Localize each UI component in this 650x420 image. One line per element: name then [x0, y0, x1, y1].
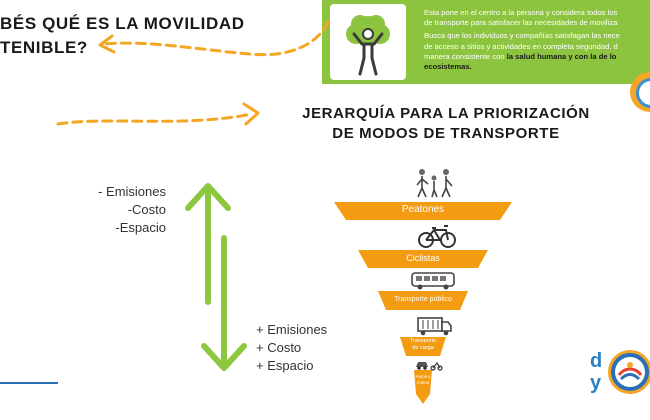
dashed-arrow-middle-head: [242, 102, 260, 126]
band-peatones: [334, 202, 512, 220]
pedestrians-icon: [416, 169, 453, 198]
band-label-ciclistas: Ciclistas: [406, 253, 440, 263]
hierarchy-title: JERARQUÍA PARA LA PRIORIZACIÓN DE MODOS …: [286, 104, 606, 144]
label-minus-emisiones: - Emisiones: [98, 184, 166, 199]
dashed-arrow-middle: [56, 112, 254, 126]
band-label-autos-line1: Autos y: [415, 374, 431, 379]
car-moto-icon: [416, 361, 443, 371]
band-ciclistas: [358, 250, 488, 268]
band-label-peatones: Peatones: [401, 204, 445, 215]
hierarchy-title-line1: JERARQUÍA PARA LA PRIORIZACIÓN: [302, 105, 590, 122]
info-line3: Busca que los individuos y compañías sat…: [424, 31, 620, 41]
label-more-impact: + Emisiones + Costo + Espacio: [256, 321, 346, 375]
band-label-autos-line2: motos: [416, 380, 430, 385]
label-plus-emisiones: + Emisiones: [256, 322, 328, 337]
band-label-transporte-publico: Transporte público: [394, 296, 452, 303]
page-title-line2: TENIBLE?: [0, 38, 88, 57]
dashed-arrow-top-head: [98, 34, 116, 54]
tree-person-icon: [330, 4, 406, 80]
logo-letter-bottom: y: [590, 372, 602, 394]
band-label-autos-motos: Autos y motos: [412, 374, 434, 386]
band-label-carga-line1: Transporte: [409, 338, 437, 344]
truck-icon: [417, 317, 452, 336]
info-line6-bold: ecosistemas.: [424, 62, 472, 72]
bottom-divider: [0, 382, 58, 384]
green-down-arrow: [201, 235, 247, 371]
page-title-line1: BÉS QUÉ ES LA MOVILIDAD: [0, 14, 245, 33]
label-plus-espacio: + Espacio: [256, 358, 314, 373]
bus-icon: [411, 272, 455, 290]
label-minus-costo: -Costo: [127, 202, 166, 217]
band-transporte-carga: [400, 337, 446, 356]
seal-logo-icon: [608, 350, 650, 394]
pyramid: [334, 202, 512, 404]
info-line5-bold: la salud humana y con la de lo: [506, 51, 617, 61]
dashed-arrow-top: [102, 20, 330, 57]
hierarchy-title-line2: DE MODOS DE TRANSPORTE: [332, 125, 560, 142]
info-line2: de transporte para satisfacer las necesi…: [424, 18, 618, 28]
bicycle-icon: [418, 225, 456, 248]
info-line4: de acceso a sitios y actividades en comp…: [424, 41, 618, 51]
band-autos-motos: [414, 370, 432, 404]
info-line5-plain: manera consistente con: [424, 51, 507, 61]
band-transporte-publico: [378, 291, 468, 310]
info-line1: Esta pone en el centro a la persona y co…: [424, 8, 618, 17]
band-label-carga-line2: de carga: [412, 345, 434, 351]
logo-letter-top: d: [590, 350, 603, 372]
label-minus-espacio: -Espacio: [115, 220, 166, 235]
label-less-impact: - Emisiones -Costo -Espacio: [70, 183, 166, 237]
page-title: BÉS QUÉ ES LA MOVILIDAD TENIBLE?: [0, 12, 245, 60]
green-up-arrow: [185, 183, 231, 305]
info-panel-text: Esta pone en el centro a la persona y co…: [424, 8, 650, 75]
label-plus-costo: + Costo: [256, 340, 302, 355]
band-label-transporte-carga: Transporte de carga: [400, 338, 446, 352]
